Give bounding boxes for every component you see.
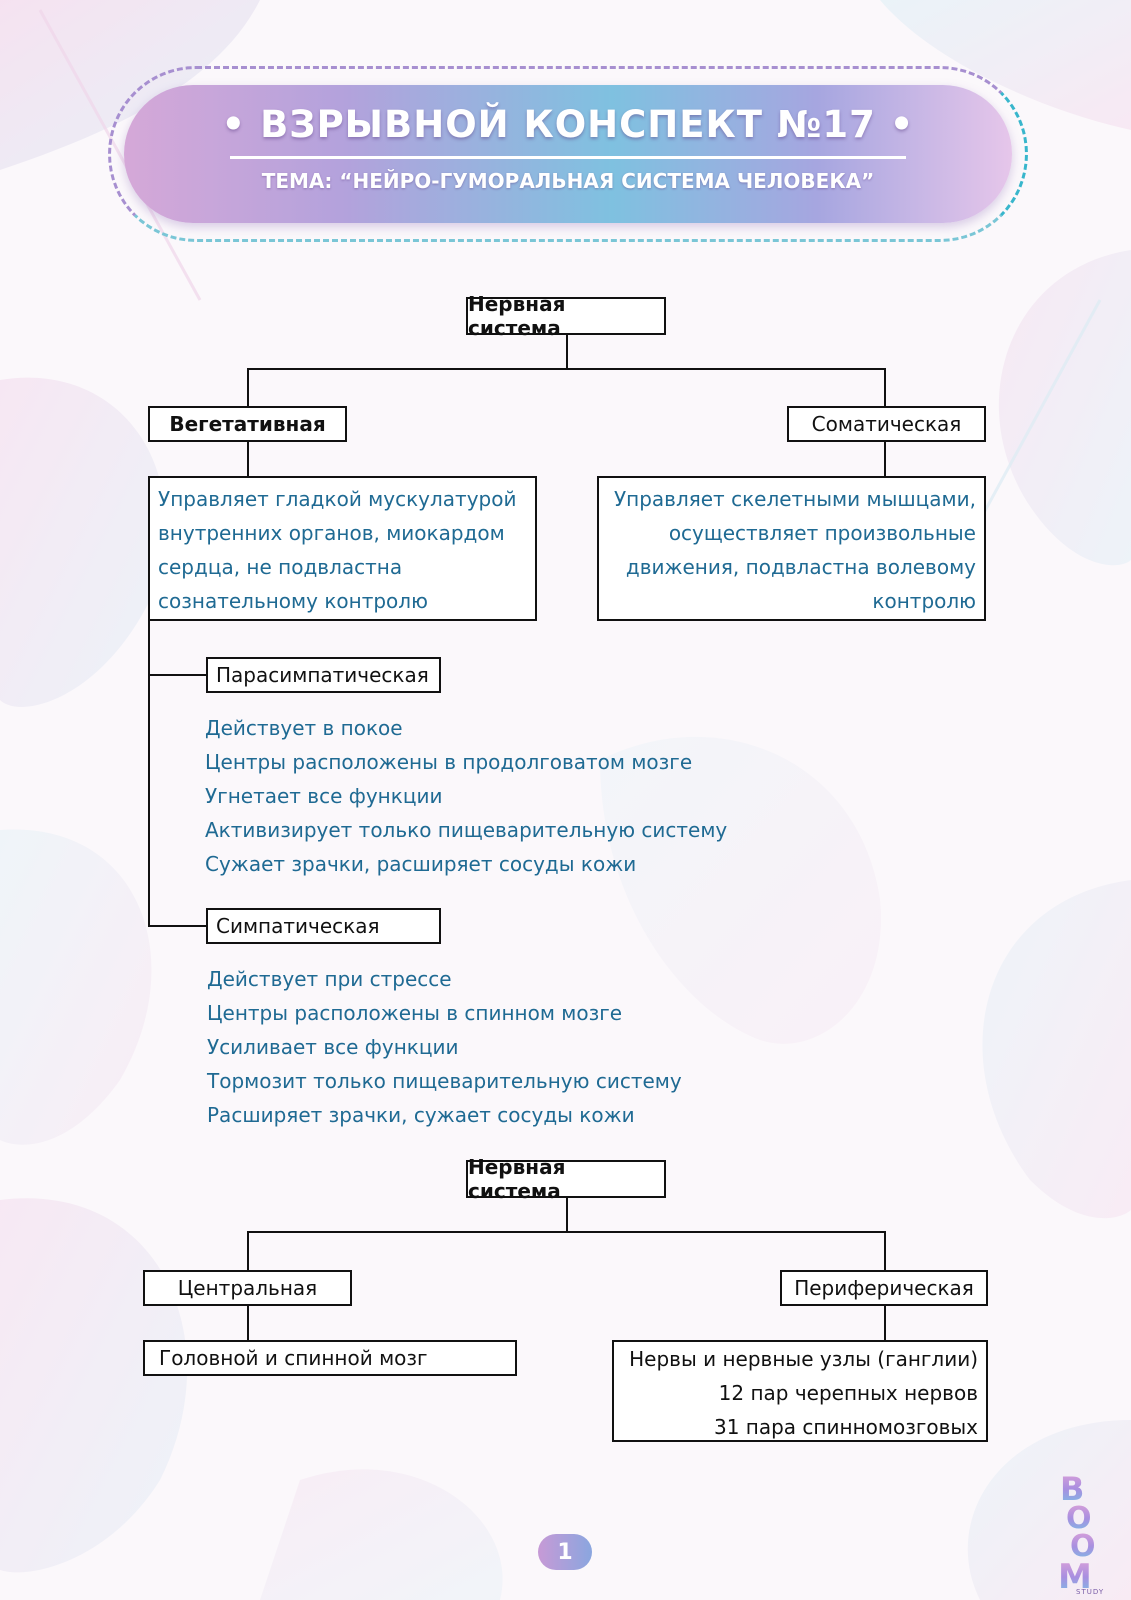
connector-line (566, 1198, 568, 1233)
central-description: Головной и спинной мозг (143, 1340, 517, 1376)
connector-line (566, 335, 568, 370)
connector-line (247, 368, 886, 370)
connector-line (884, 1231, 886, 1271)
list-item: Расширяет зрачки, сужает сосуды кожи (207, 1103, 635, 1127)
connector-line (247, 1231, 249, 1271)
connector-line (247, 442, 249, 478)
connector-line (247, 1231, 886, 1233)
diagram2-root-box: Нервная система (466, 1155, 666, 1203)
page-title: • ВЗРЫВНОЙ КОНСПЕКТ №17 • (221, 103, 915, 146)
sympathetic-list: Действует при стрессе Центры расположены… (207, 962, 682, 1132)
vegetative-box: Вегетативная (148, 406, 347, 442)
sympathetic-box: Симпатическая (206, 908, 441, 944)
diagram1-root-box: Нервная система (466, 292, 666, 340)
list-item: Центры расположены в продолговатом мозге (205, 750, 693, 774)
connector-line (148, 621, 150, 927)
svg-text:O: O (1070, 1529, 1096, 1564)
central-box: Центральная (143, 1270, 352, 1306)
connector-line (884, 442, 886, 478)
list-item: Действует в покое (205, 716, 403, 740)
svg-text:O: O (1066, 1501, 1092, 1536)
parasympathetic-list: Действует в покое Центры расположены в п… (205, 711, 727, 881)
parasympathetic-box: Парасимпатическая (206, 657, 441, 693)
svg-text:M: M (1058, 1557, 1092, 1594)
list-item: Угнетает все функции (205, 784, 443, 808)
list-item: Сужает зрачки, расширяет сосуды кожи (205, 852, 637, 876)
page-number-badge: 1 (538, 1534, 592, 1570)
peripheral-description: Нервы и нервные узлы (ганглии) 12 пар че… (612, 1340, 988, 1442)
boom-study-logo: B O O M (1058, 1470, 1096, 1594)
connector-line (884, 368, 886, 408)
list-item: Действует при стрессе (207, 967, 452, 991)
vegetative-description: Управляет гладкой мускулатурой внутренни… (148, 476, 537, 621)
connector-line (247, 368, 249, 408)
connector-line (247, 1306, 249, 1342)
logo-caption: STUDY (1076, 1588, 1105, 1596)
list-item: Центры расположены в спинном мозге (207, 1001, 623, 1025)
somatic-description: Управляет скелетными мышцами, осуществля… (597, 476, 986, 621)
connector-line (148, 925, 208, 927)
header-banner (124, 85, 1012, 223)
connector-line (148, 674, 208, 676)
svg-text:B: B (1060, 1470, 1084, 1508)
list-item: Тормозит только пищеварительную систему (207, 1069, 682, 1093)
peripheral-box: Периферическая (780, 1270, 988, 1306)
list-item: Активизирует только пищеварительную сист… (205, 818, 728, 842)
list-item: Усиливает все функции (207, 1035, 459, 1059)
somatic-box: Соматическая (787, 406, 986, 442)
page-subtitle: ТЕМА: “НЕЙРО-ГУМОРАЛЬНАЯ СИСТЕМА ЧЕЛОВЕК… (261, 169, 875, 193)
connector-line (884, 1306, 886, 1342)
header-banner-dashed-border (108, 66, 1028, 242)
header-divider (230, 156, 906, 159)
